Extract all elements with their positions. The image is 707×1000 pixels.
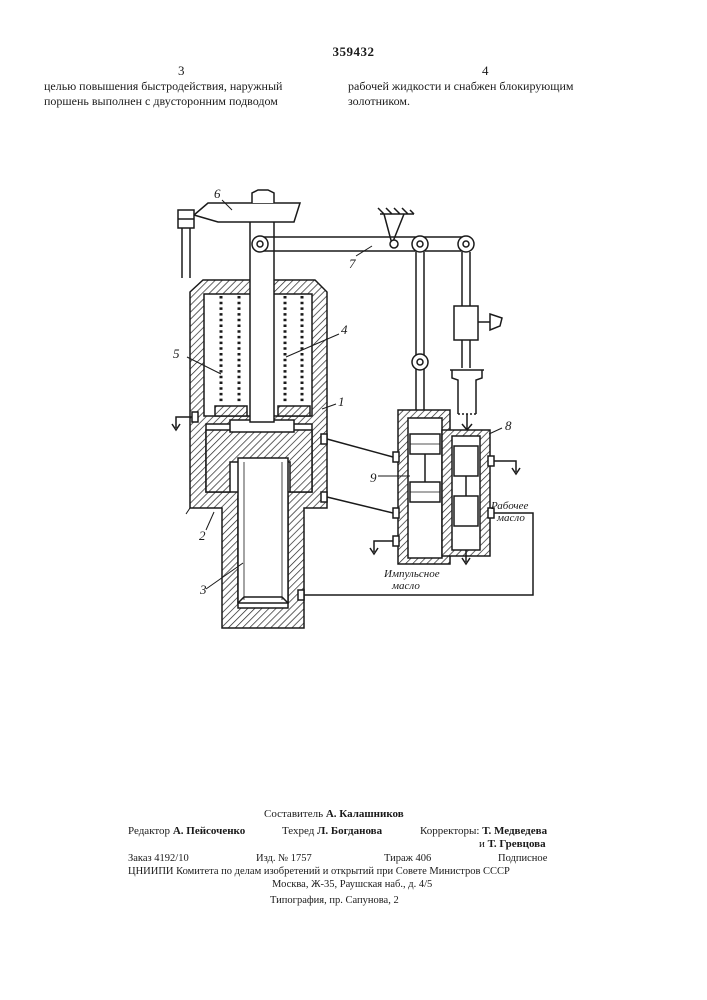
pipe-upper — [327, 439, 393, 457]
tech-editor-credit: Техред Л. Богданова — [282, 825, 382, 837]
address-line: Москва, Ж-35, Раушская наб., д. 4/5 — [272, 878, 432, 891]
adjuster-block — [454, 306, 478, 340]
label-9: 9 — [370, 470, 377, 485]
compiler-label: Составитель — [264, 808, 323, 820]
printer-line: Типография, пр. Сапунова, 2 — [270, 894, 399, 907]
label-1: 1 — [338, 394, 345, 409]
editor-name: А. Пейсоченко — [173, 825, 245, 837]
impulse-oil-label-line2: масло — [391, 580, 420, 592]
circulation: Тираж 406 — [384, 852, 431, 865]
edition-number: Изд. № 1757 — [256, 852, 312, 865]
editor-credit: Редактор А. Пейсоченко — [128, 825, 245, 837]
organization-line: ЦНИИПИ Комитета по делам изобретений и о… — [128, 865, 510, 878]
tech-label: Техред — [282, 825, 314, 837]
label-5: 5 — [173, 346, 180, 361]
corrector-2-line: и Т. Гревцова — [479, 838, 546, 850]
work-oil-label-line1: Рабочее — [490, 500, 529, 512]
corrector-2-prefix: и — [479, 838, 485, 850]
inner-plunger — [238, 458, 288, 603]
spring-plate-left — [215, 406, 247, 416]
hydraulic-device-drawing: 6 7 4 5 1 8 9 2 3 Импульсное масло Рабоч… — [0, 0, 707, 700]
subscription: Подписное — [498, 852, 547, 865]
label-4: 4 — [341, 322, 348, 337]
compiler-credit: Составитель А. Калашников — [264, 808, 404, 820]
impulse-oil-label-line1: Импульсное — [383, 568, 440, 580]
label-6: 6 — [214, 186, 221, 201]
correctors-credit: Корректоры: Т. Медведева — [420, 825, 547, 837]
order-number: Заказ 4192/10 — [128, 852, 189, 865]
tech-name: Л. Богданова — [317, 825, 382, 837]
corrector-2: Т. Гревцова — [488, 838, 546, 850]
lever-beam — [260, 237, 468, 251]
fixed-pivot — [378, 208, 414, 214]
editor-label: Редактор — [128, 825, 170, 837]
correctors-label: Корректоры: — [420, 825, 479, 837]
label-3: 3 — [199, 582, 207, 597]
corrector-1: Т. Медведева — [482, 825, 547, 837]
label-8: 8 — [505, 418, 512, 433]
label-7: 7 — [349, 256, 356, 271]
spring-plate-right — [278, 406, 310, 416]
compiler-name: А. Калашников — [326, 808, 404, 820]
work-oil-label-line2: масло — [496, 512, 525, 524]
pipe-middle — [327, 497, 393, 513]
label-2: 2 — [199, 528, 206, 543]
lever-head — [194, 203, 300, 222]
